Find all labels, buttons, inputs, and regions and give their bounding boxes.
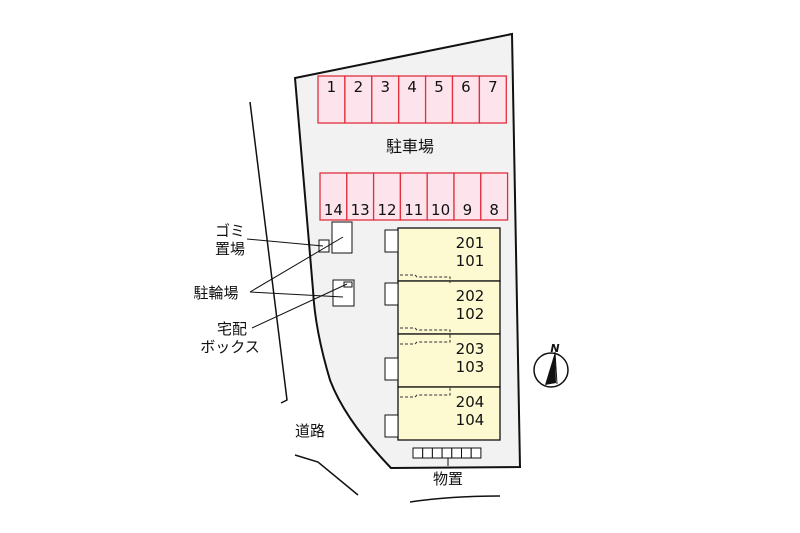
- bicycle-label: 駐輪場: [193, 284, 238, 302]
- unit-number-upper: 202: [456, 287, 485, 305]
- delivery-label-line1: 宅配: [217, 320, 247, 338]
- parking-space-number: 12: [377, 201, 396, 219]
- unit-number-lower: 102: [456, 305, 485, 323]
- storage-compartment: [451, 447, 462, 459]
- north-label: N: [550, 342, 559, 355]
- road-label: 道路: [295, 422, 325, 440]
- delivery-leader: [251, 283, 348, 329]
- parking-space: [344, 75, 373, 124]
- bicycle-leader: [249, 236, 344, 293]
- road-edge-line: [249, 101, 288, 404]
- parking-space: [371, 75, 400, 124]
- parking-space: [398, 75, 427, 124]
- parking-space: [424, 75, 454, 124]
- unit-number-lower: 103: [456, 358, 485, 376]
- parking-space-number: 5: [434, 78, 444, 96]
- dashed-line: [400, 327, 451, 336]
- parking-space: [480, 172, 509, 221]
- delivery-box: [343, 281, 353, 288]
- storage-compartment: [461, 447, 472, 459]
- bicycle-leader: [249, 291, 344, 298]
- parking-space-number: 3: [380, 78, 390, 96]
- north-arrow-icon: [545, 352, 556, 385]
- road-edge-line: [409, 495, 501, 503]
- garbage-label-line1: ゴミ: [215, 222, 245, 240]
- road-edge-line: [294, 454, 359, 496]
- unit: [397, 333, 501, 388]
- parking-space-number: 14: [324, 201, 343, 219]
- parking-space: [478, 75, 507, 124]
- dashed-line: [400, 274, 451, 283]
- dashed-line: [400, 334, 451, 345]
- unit-number-upper: 204: [456, 393, 485, 411]
- parking-space: [372, 172, 402, 221]
- parking-space-number: 2: [354, 78, 364, 96]
- parking-space: [451, 75, 481, 124]
- entrance: [384, 357, 399, 381]
- garbage-leader: [246, 238, 324, 247]
- north-compass: N: [533, 342, 569, 388]
- unit-number-upper: 201: [456, 234, 485, 252]
- entrance: [384, 414, 399, 438]
- storage-shed: [412, 447, 482, 459]
- storage-compartment: [441, 447, 453, 459]
- parking-space-number: 11: [404, 201, 423, 219]
- delivery-label-line2: ボックス: [200, 338, 260, 356]
- storage-compartment: [470, 447, 482, 459]
- parking-label: 駐車場: [386, 137, 434, 156]
- parking-space-number: 6: [461, 78, 471, 96]
- parking-space-number: 8: [489, 201, 499, 219]
- parking-space: [426, 172, 455, 221]
- garbage-label-line2: 置場: [215, 240, 245, 258]
- parking-space-number: 9: [463, 201, 473, 219]
- unit: [397, 280, 501, 335]
- storage-compartment: [422, 447, 433, 459]
- parking-space-number: 13: [351, 201, 370, 219]
- unit-number-lower: 101: [456, 252, 485, 270]
- parking-space-number: 10: [431, 201, 450, 219]
- unit-number-upper: 203: [456, 340, 485, 358]
- parking-space-number: 7: [488, 78, 498, 96]
- dashed-line: [400, 387, 451, 398]
- storage-compartment: [412, 447, 424, 459]
- storage-compartment: [431, 447, 443, 459]
- parking-space-number: 4: [407, 78, 417, 96]
- unit: [397, 227, 501, 282]
- unit: [397, 386, 501, 441]
- unit-number-lower: 104: [456, 411, 485, 429]
- storage-label: 物置: [433, 470, 463, 488]
- entrance: [384, 229, 399, 253]
- parking-space-number: 1: [327, 78, 337, 96]
- entrance: [384, 282, 399, 306]
